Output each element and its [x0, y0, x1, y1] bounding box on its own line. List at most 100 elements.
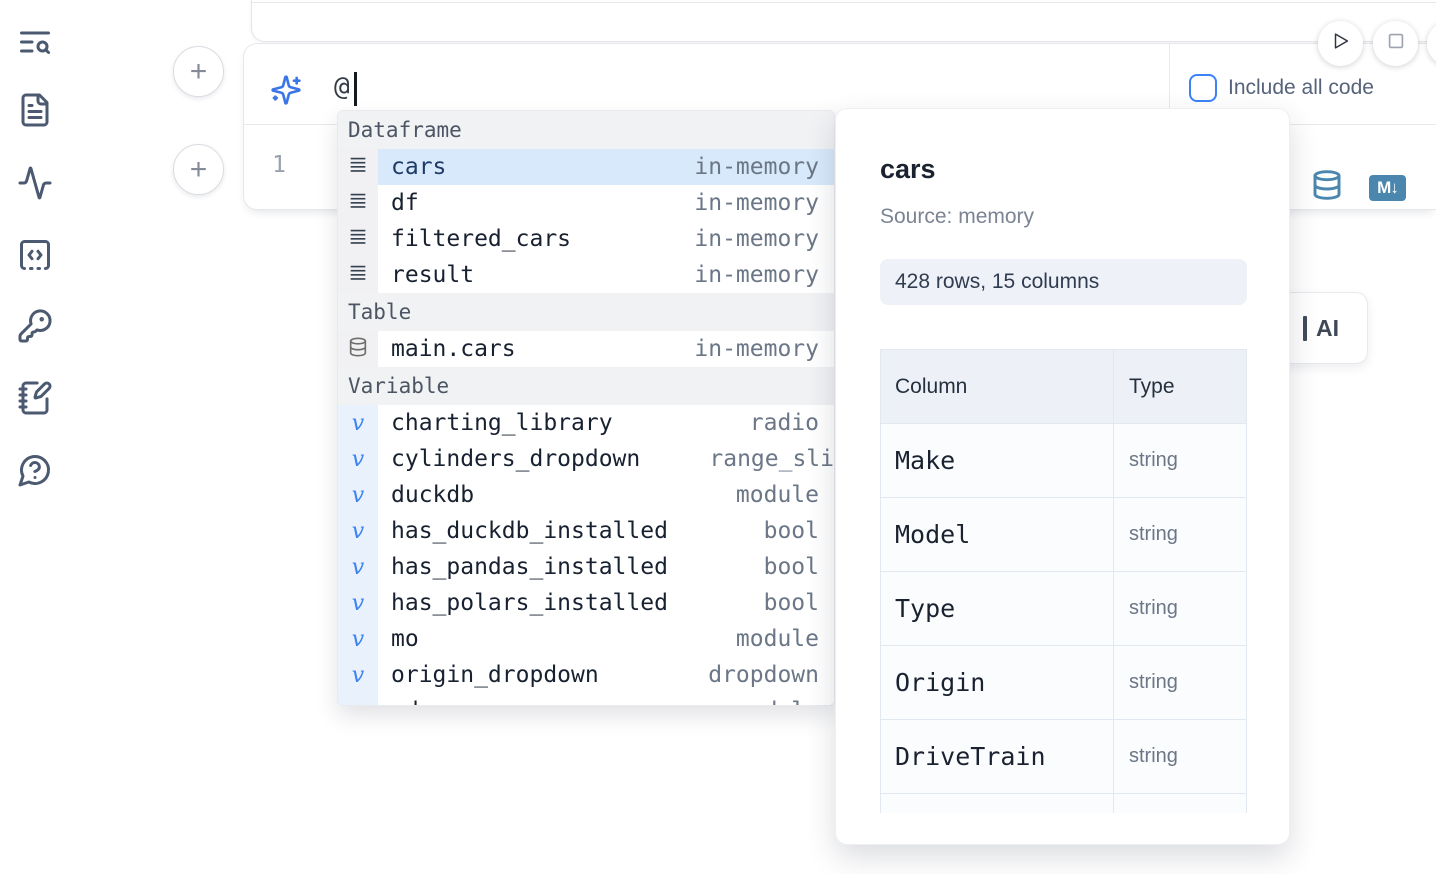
autocomplete-section-header: Variable — [338, 367, 834, 405]
datasource-button[interactable] — [1311, 169, 1343, 206]
autocomplete-item-name: has_pandas_installed — [391, 554, 668, 580]
autocomplete-item-type: bool — [763, 554, 819, 580]
schema-row: Make string — [881, 424, 1246, 498]
schema-header-type: Type — [1129, 374, 1175, 398]
variable-icon: v — [338, 405, 378, 441]
ai-button-label: AI — [1316, 314, 1339, 341]
autocomplete-item-type: dropdown — [708, 662, 819, 688]
schema-cell-column: Type — [881, 572, 1114, 645]
schema-cell-column: Make — [881, 424, 1114, 497]
cell-column-divider — [1169, 44, 1170, 124]
variable-icon: v — [338, 693, 378, 705]
autocomplete-item[interactable]: df in-memory — [338, 185, 834, 221]
variable-icon: v — [338, 549, 378, 585]
line-number: 1 — [272, 152, 286, 178]
hidden-action-button[interactable] — [1427, 21, 1436, 66]
text-caret — [354, 72, 357, 106]
schema-row: Type string — [881, 572, 1246, 646]
dataframe-icon — [338, 257, 378, 293]
autocomplete-item[interactable]: v has_pandas_installed bool — [338, 549, 834, 585]
sidebar-item-secrets[interactable] — [17, 308, 55, 346]
column-type: string — [1129, 449, 1178, 471]
column-name: DriveTrain — [895, 742, 1046, 771]
add-cell-button-bottom[interactable]: + — [173, 144, 224, 195]
schema-row — [881, 794, 1246, 813]
database-icon — [1311, 170, 1343, 205]
autocomplete-item[interactable]: vpdmodule — [338, 693, 834, 705]
sidebar-item-snippets[interactable] — [17, 237, 55, 275]
autocomplete-item-main: charting_library radio — [378, 405, 834, 441]
schema-row: Model string — [881, 498, 1246, 572]
include-all-code-checkbox[interactable] — [1189, 74, 1217, 102]
preview-title: cars — [880, 154, 936, 184]
column-type: string — [1129, 523, 1178, 545]
play-icon — [1330, 30, 1352, 57]
autocomplete-item-main: mo module — [378, 621, 834, 657]
autocomplete-section-header: Table — [338, 293, 834, 331]
notebook-pen-icon — [17, 381, 53, 420]
autocomplete-item-type: radio — [749, 410, 819, 436]
sidebar-item-variables[interactable] — [17, 165, 55, 203]
add-cell-button-top[interactable]: + — [173, 46, 224, 97]
autocomplete-item-type: module — [735, 626, 819, 652]
autocomplete-item-main: df in-memory — [378, 185, 834, 221]
sidebar-item-scratchpad[interactable] — [17, 380, 55, 418]
autocomplete-item-main: duckdb module — [378, 477, 834, 513]
schema-cell-type: string — [1114, 646, 1246, 719]
run-cell-button[interactable] — [1318, 21, 1363, 66]
autocomplete-item-type: in-memory — [694, 226, 819, 252]
schema-cell-column — [881, 794, 1114, 813]
stop-button[interactable] — [1373, 21, 1418, 66]
sidebar-item-table-of-contents[interactable] — [17, 24, 55, 62]
autocomplete-item[interactable]: v charting_library radio — [338, 405, 834, 441]
dataframe-icon — [338, 221, 378, 257]
autocomplete-item-type: in-memory — [694, 190, 819, 216]
autocomplete-section-header: Dataframe — [338, 111, 834, 149]
variable-icon: v — [338, 621, 378, 657]
column-type: string — [1129, 745, 1178, 767]
sidebar-item-files[interactable] — [17, 92, 55, 130]
sidebar-item-help[interactable] — [17, 452, 55, 490]
autocomplete-item-name: duckdb — [391, 482, 475, 508]
column-type: string — [1129, 597, 1178, 619]
autocomplete-item-name: pd — [391, 698, 419, 705]
column-type: string — [1129, 671, 1178, 693]
include-all-code-label[interactable]: Include all code — [1228, 76, 1374, 99]
schema-cell-type: string — [1114, 498, 1246, 571]
autocomplete-item-type: range_sli — [709, 446, 834, 472]
markdown-convert-button[interactable]: M↓ — [1369, 174, 1406, 201]
autocomplete-item-main: has_pandas_installed bool — [378, 549, 834, 585]
dataframe-icon — [338, 185, 378, 221]
column-name: Make — [895, 446, 956, 475]
autocomplete-item-name: mo — [391, 626, 419, 652]
autocomplete-item-type: module — [735, 482, 819, 508]
schema-header-row: Column Type — [881, 350, 1246, 424]
autocomplete-item-name: result — [391, 262, 475, 288]
autocomplete-item-name: charting_library — [391, 410, 613, 436]
variable-icon: v — [338, 513, 378, 549]
autocomplete-item-name: main.cars — [391, 336, 516, 362]
schema-cell-column: Model — [881, 498, 1114, 571]
autocomplete-item-name: df — [391, 190, 419, 216]
ai-prompt-input[interactable]: @ — [334, 72, 350, 102]
